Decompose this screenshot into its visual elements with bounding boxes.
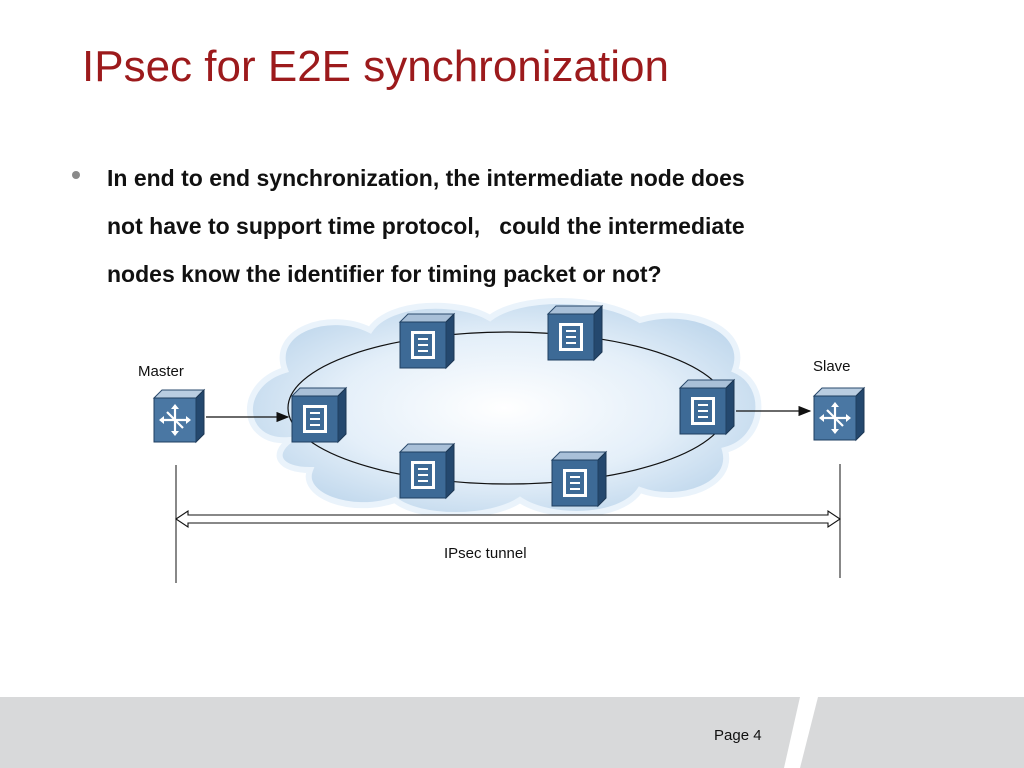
footer-bar — [0, 697, 1024, 768]
network-cloud — [246, 298, 762, 518]
bullet-line-2: not have to support time protocol, could… — [107, 213, 745, 239]
network-diagram: Master Slave IPsec tunnel — [138, 298, 866, 583]
footer-divider — [784, 697, 818, 768]
bullet-line-3: nodes know the identifier for timing pac… — [107, 261, 662, 287]
slide-title: IPsec for E2E synchronization — [82, 42, 669, 91]
intermediate-node-icon — [547, 305, 603, 361]
master-label: Master — [138, 363, 184, 380]
master-switch-icon — [152, 388, 206, 444]
slave-switch-icon — [812, 386, 866, 442]
intermediate-node-icon — [551, 451, 607, 507]
intermediate-node-icon — [679, 379, 735, 435]
bullet-line-1: In end to end synchronization, the inter… — [107, 165, 745, 191]
intermediate-node-icon — [291, 387, 347, 443]
bullet-paragraph: In end to end synchronization, the inter… — [107, 154, 927, 298]
page-number: Page 4 — [714, 727, 762, 744]
intermediate-node-icon — [399, 443, 455, 499]
bullet-dot — [72, 171, 80, 179]
ipsec-tunnel-label: IPsec tunnel — [444, 545, 527, 562]
slave-label: Slave — [813, 358, 851, 375]
intermediate-node-icon — [399, 313, 455, 369]
ipsec-tunnel-arrow — [175, 509, 841, 529]
